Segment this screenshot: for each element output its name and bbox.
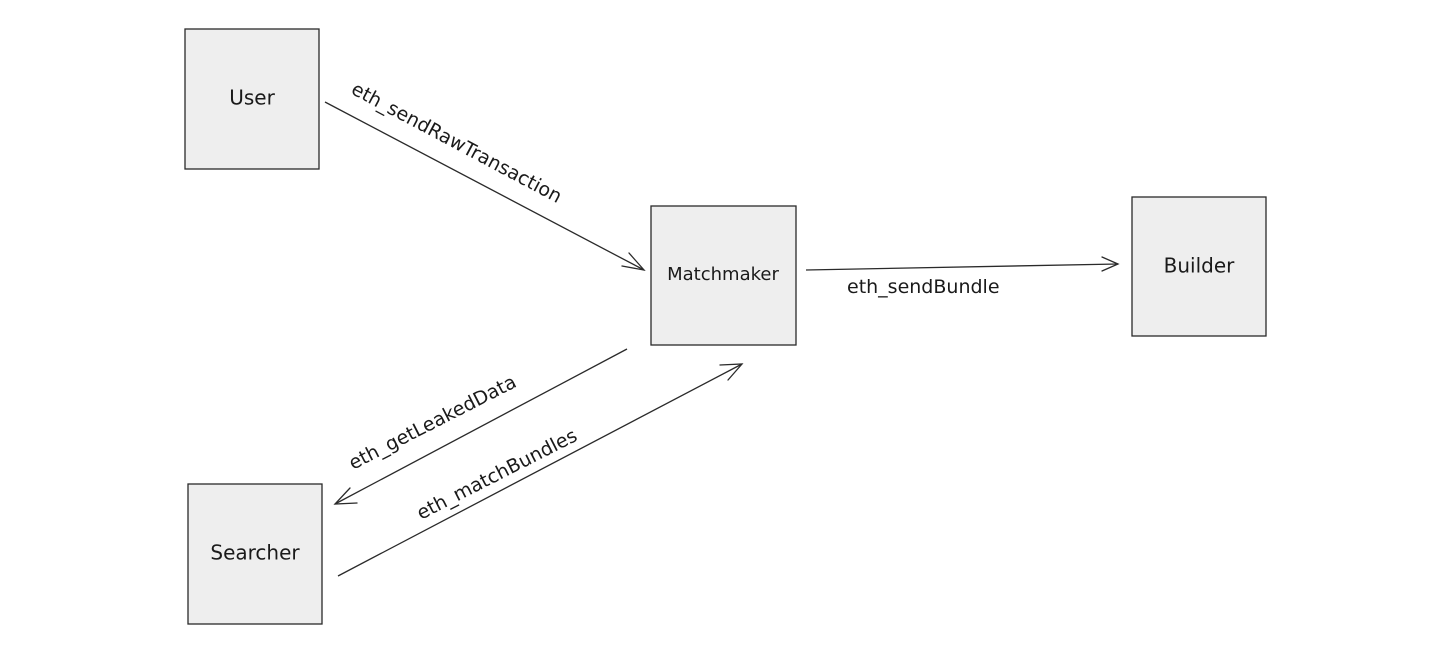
node-user-label: User	[229, 86, 275, 110]
edge-matchmaker-to-builder: eth_sendBundle	[805, 256, 1120, 298]
edge-user-to-matchmaker-label: eth_sendRawTransaction	[348, 78, 566, 208]
edge-matchmaker-to-builder-label: eth_sendBundle	[847, 276, 1000, 298]
arrow-head-icon	[1101, 256, 1120, 272]
edge-matchmaker-to-searcher-label: eth_getLeakedData	[345, 371, 520, 475]
node-builder-label: Builder	[1164, 254, 1236, 278]
arrow-head-icon	[719, 363, 744, 381]
node-builder-box	[1131, 196, 1267, 337]
node-user[interactable]: User	[184, 28, 320, 170]
node-matchmaker-box	[650, 205, 797, 346]
node-searcher-label: Searcher	[210, 541, 300, 565]
edge-matchmaker-to-searcher-line	[334, 348, 628, 505]
arrow-head-icon	[621, 252, 646, 271]
edge-user-to-matchmaker-line	[324, 101, 645, 271]
arrow-head-icon	[333, 487, 358, 505]
node-user-box	[184, 28, 320, 170]
node-matchmaker-label: Matchmaker	[667, 264, 779, 285]
edge-searcher-to-matchmaker-line	[337, 363, 743, 577]
node-searcher[interactable]: Searcher	[187, 483, 323, 625]
node-searcher-box	[187, 483, 323, 625]
node-builder[interactable]: Builder	[1131, 196, 1267, 337]
edge-matchmaker-to-builder-line	[805, 263, 1119, 271]
edge-user-to-matchmaker: eth_sendRawTransaction	[324, 78, 646, 271]
edge-searcher-to-matchmaker-label: eth_matchBundles	[413, 425, 581, 525]
node-matchmaker[interactable]: Matchmaker	[650, 205, 797, 346]
